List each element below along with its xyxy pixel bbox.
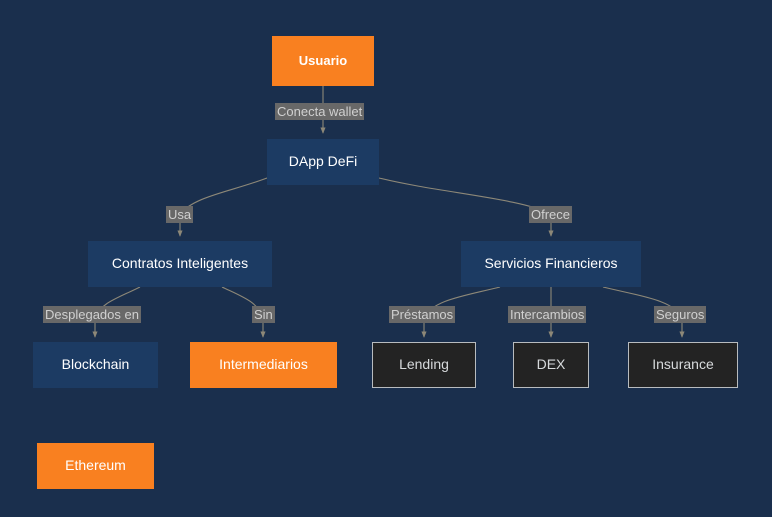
- edge-label-intercambios: Intercambios: [508, 306, 587, 323]
- edge-label-conecta-wallet: Conecta wallet: [275, 103, 365, 120]
- edge-label-sin: Sin: [252, 306, 275, 323]
- edge-label-ofrece: Ofrece: [529, 206, 573, 223]
- edge-label-desplegados-en: Desplegados en: [43, 306, 141, 323]
- edge-label-seguros: Seguros: [654, 306, 707, 323]
- node-insurance[interactable]: Insurance: [628, 342, 738, 388]
- node-servicios-financieros[interactable]: Servicios Financieros: [461, 241, 641, 287]
- node-intermediarios[interactable]: Intermediarios: [190, 342, 337, 388]
- node-dex[interactable]: DEX: [513, 342, 589, 388]
- node-blockchain[interactable]: Blockchain: [33, 342, 158, 388]
- node-ethereum[interactable]: Ethereum: [37, 443, 154, 489]
- edge-label-usa: Usa: [166, 206, 194, 223]
- node-lending[interactable]: Lending: [372, 342, 476, 388]
- node-contratos-inteligentes[interactable]: Contratos Inteligentes: [88, 241, 272, 287]
- node-dapp-defi[interactable]: DApp DeFi: [267, 139, 379, 185]
- edge-dapp-servicios: [378, 177, 554, 237]
- node-usuario[interactable]: Usuario: [272, 36, 374, 86]
- edge-label-prestamos: Préstamos: [389, 306, 456, 323]
